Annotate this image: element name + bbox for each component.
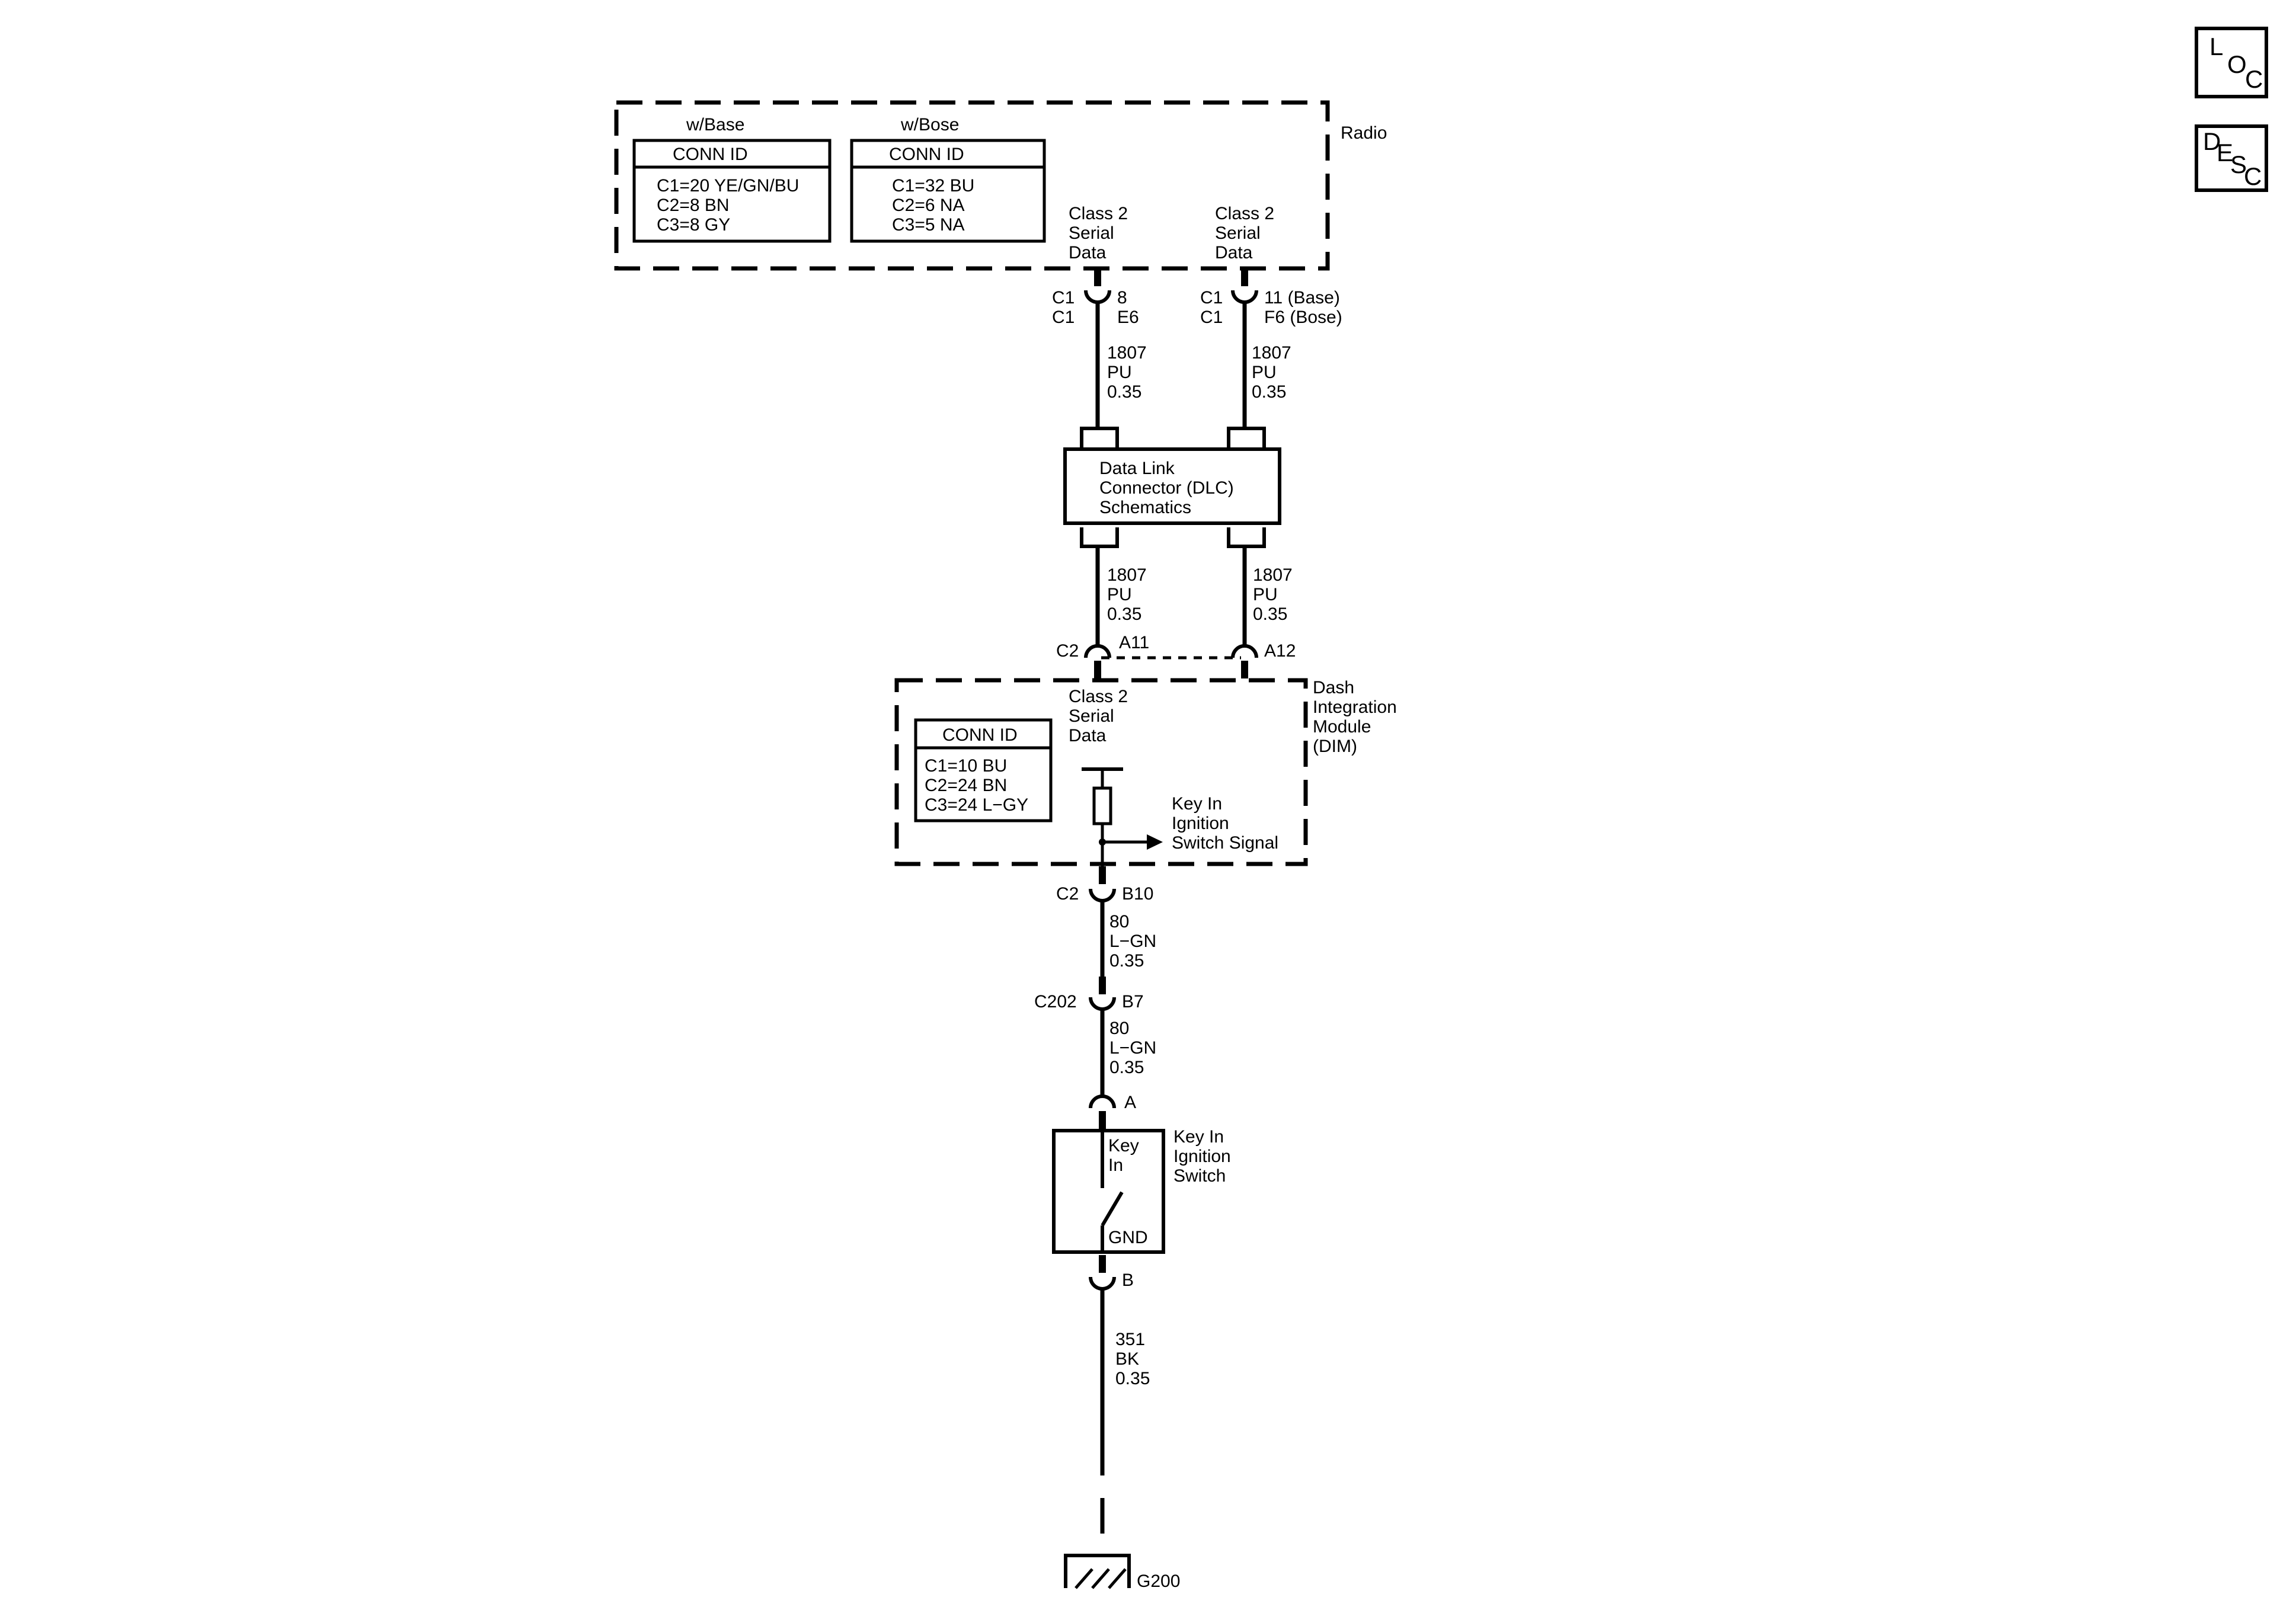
dim-pullup-circuit <box>1082 767 1163 877</box>
dim-terminal-a12 <box>1231 644 1258 678</box>
radio-pin-left-bottom: E6 <box>1117 308 1139 327</box>
dim-terminal-a11 <box>1084 644 1111 678</box>
switch-pin-a: A <box>1124 1093 1136 1112</box>
radio-serial-label-right: Class 2 Serial Data <box>1215 204 1279 263</box>
radio-pin-right-bottom: F6 (Bose) <box>1264 308 1342 327</box>
key-in-switch-box <box>1052 1129 1165 1254</box>
radio-conn-left-bottom: C1 <box>1052 308 1075 327</box>
svg-text:L: L <box>2209 33 2223 60</box>
radio-outline <box>614 100 1330 271</box>
dlc-terminal-top-left <box>1080 427 1119 447</box>
switch-pin-b: B <box>1122 1270 1134 1290</box>
key-in-switch-contact <box>1101 1131 1124 1252</box>
svg-text:C: C <box>2245 65 2263 93</box>
radio-base-option: w/Base <box>686 115 744 135</box>
svg-text:C: C <box>2244 162 2262 190</box>
radio-base-conn-line: C1=20 YE/GN/BU <box>657 176 799 196</box>
dlc-terminal-bottom-right <box>1227 527 1266 548</box>
dim-signal-label: Key In Ignition Switch Signal <box>1172 794 1278 853</box>
radio-base-conn-box <box>632 139 832 243</box>
radio-bose-conn-line: C3=5 NA <box>892 215 965 235</box>
radio-serial-label-left: Class 2 Serial Data <box>1069 204 1133 263</box>
switch-inner-gnd: GND <box>1108 1228 1148 1247</box>
loc-button[interactable]: L O C <box>2195 27 2268 98</box>
radio-terminal-right <box>1231 268 1258 304</box>
radio-pin-right-top: 11 (Base) <box>1264 288 1340 308</box>
dim-pin-b10: B10 <box>1122 884 1153 904</box>
ground-label: G200 <box>1137 1571 1180 1591</box>
c202-connector <box>1089 977 1116 1011</box>
ground-symbol <box>1064 1554 1131 1589</box>
dim-serial-label: Class 2 Serial Data <box>1069 687 1133 745</box>
switch-terminal-b <box>1089 1255 1116 1291</box>
svg-text:O: O <box>2227 50 2247 78</box>
dim-resistor <box>1092 786 1112 825</box>
svg-text:S: S <box>2230 151 2247 178</box>
radio-bose-option: w/Bose <box>900 115 959 135</box>
desc-button[interactable]: D E S C <box>2195 124 2268 192</box>
dim-conn-line: C2=24 BN <box>925 776 1007 795</box>
wire-label-dim-c202: 80 L−GN 0.35 <box>1109 912 1162 971</box>
dim-label: Dash Integration Module (DIM) <box>1313 678 1402 756</box>
switch-terminal-a <box>1089 1094 1116 1129</box>
dim-conn-bottom: C2 <box>1056 884 1079 904</box>
radio-bose-conn-box <box>850 139 1046 243</box>
dim-pin-a12: A12 <box>1264 641 1296 661</box>
radio-conn-right-top: C1 <box>1200 288 1223 308</box>
dlc-box <box>1063 447 1281 525</box>
dlc-terminal-top-right <box>1227 427 1266 447</box>
wire-label-radio-dlc-right: 1807 PU 0.35 <box>1252 343 1296 402</box>
dim-terminal-b10 <box>1089 866 1116 902</box>
dim-conn-box <box>914 718 1053 822</box>
radio-base-conn-line: C3=8 GY <box>657 215 730 235</box>
radio-bose-conn-header: CONN ID <box>889 145 964 164</box>
radio-base-conn-header: CONN ID <box>673 145 748 164</box>
radio-label: Radio <box>1341 123 1387 143</box>
radio-bose-conn-line: C1=32 BU <box>892 176 974 196</box>
wire-label-dlc-dim-left: 1807 PU 0.35 <box>1107 565 1152 624</box>
radio-pin-left-top: 8 <box>1117 288 1127 308</box>
switch-inner-key-in: Key In <box>1108 1136 1144 1175</box>
dlc-terminal-bottom-left <box>1080 527 1119 548</box>
wire-label-switch-ground: 351 BK 0.35 <box>1115 1330 1150 1388</box>
dim-conn-header: CONN ID <box>942 725 1018 745</box>
radio-base-conn-line: C2=8 BN <box>657 196 730 215</box>
radio-conn-right-bottom: C1 <box>1200 308 1223 327</box>
dlc-label: Data Link Connector (DLC) Schematics <box>1099 459 1239 517</box>
dim-conn-line: C3=24 L−GY <box>925 795 1028 815</box>
wire-label-dlc-dim-right: 1807 PU 0.35 <box>1253 565 1297 624</box>
wire-label-c202-switch: 80 L−GN 0.35 <box>1109 1019 1162 1077</box>
svg-text:E: E <box>2217 139 2233 167</box>
radio-terminal-left <box>1084 268 1111 304</box>
switch-label: Key In Ignition Switch <box>1173 1127 1236 1186</box>
radio-bose-conn-line: C2=6 NA <box>892 196 965 215</box>
radio-conn-left-top: C1 <box>1052 288 1075 308</box>
dim-conn-top: C2 <box>1056 641 1079 661</box>
c202-conn-label: C202 <box>1034 992 1077 1012</box>
wire-label-radio-dlc-left: 1807 PU 0.35 <box>1107 343 1152 402</box>
dim-signal-arrow <box>1147 834 1163 850</box>
svg-text:D: D <box>2203 127 2221 155</box>
dim-pin-a11: A11 <box>1119 633 1149 652</box>
c202-pin-label: B7 <box>1122 992 1144 1012</box>
dim-conn-line: C1=10 BU <box>925 756 1007 776</box>
